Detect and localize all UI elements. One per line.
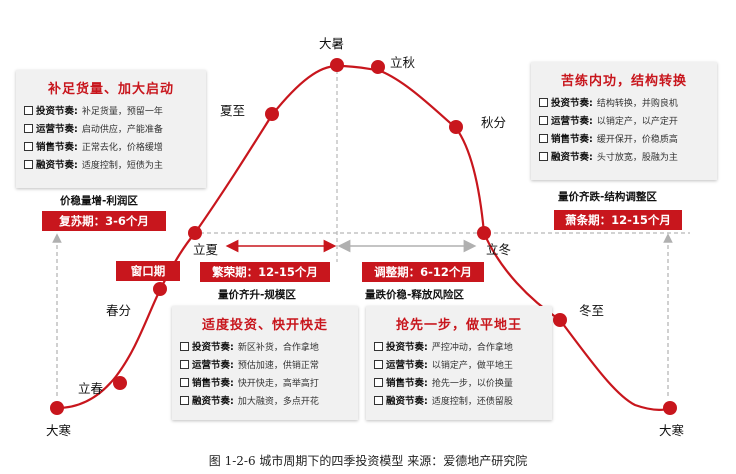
checkbox-icon	[24, 160, 33, 169]
label-dahan-right: 大寒	[659, 423, 685, 438]
dot-qiufen	[449, 120, 463, 134]
checkbox-icon	[24, 124, 33, 133]
checkbox-icon	[24, 142, 33, 151]
dot-dahan-right	[663, 401, 677, 415]
list-item: 销售节奏:快开快走，高举高打	[172, 375, 358, 393]
checkbox-icon	[24, 106, 33, 115]
box-title: 抢先一步，做平地王	[395, 318, 522, 333]
list-item: 销售节奏:抢先一步，以价换量	[366, 375, 552, 393]
recession-zone-label: 量价齐跌-结构调整区	[558, 191, 657, 203]
label-liqiu: 立秋	[390, 55, 416, 70]
box-title: 补足货量、加大启动	[47, 82, 174, 97]
box-recession-strategy: 苦练内功，结构转换 投资节奏:结构转换，并购良机 运营节奏:以销定产，以产定开 …	[531, 62, 717, 180]
checkbox-icon	[374, 342, 383, 351]
checkbox-icon	[374, 378, 383, 387]
list-item: 融资节奏:适度控制，短债为主	[16, 157, 206, 175]
figure-caption: 图 1-2-6 城市周期下的四季投资模型 来源：爱德地产研究院	[208, 454, 528, 468]
boom-zone-label: 量价齐升-规模区	[218, 289, 296, 301]
dot-liqiu	[371, 60, 385, 74]
list-item: 销售节奏:缓开保开，价稳质高	[531, 131, 717, 149]
list-item: 投资节奏:补足货量，预留一年	[16, 103, 206, 121]
checkbox-icon	[180, 378, 189, 387]
box-title: 适度投资、快开快走	[201, 318, 328, 333]
list-item: 投资节奏:结构转换，并购良机	[531, 95, 717, 113]
checkbox-icon	[180, 396, 189, 405]
box-boom-strategy: 适度投资、快开快走 投资节奏:新区补货，合作拿地 运营节奏:预估加速，供销正常 …	[172, 306, 358, 420]
checkbox-icon	[539, 98, 548, 107]
checkbox-icon	[539, 116, 548, 125]
checkbox-icon	[539, 152, 548, 161]
dot-chunfen	[153, 282, 167, 296]
list-item: 融资节奏:适度控制，还债留股	[366, 393, 552, 411]
checkbox-icon	[374, 396, 383, 405]
adjust-period-tag: 调整期：6-12个月	[362, 262, 484, 282]
dot-lixia	[188, 226, 202, 240]
label-dongzhi: 冬至	[579, 303, 605, 318]
list-item: 投资节奏:严控冲动，合作拿地	[366, 339, 552, 357]
recession-period-tag: 萧条期：12-15个月	[554, 210, 682, 230]
dot-dashu	[330, 58, 344, 72]
dot-dongzhi	[553, 313, 567, 327]
label-qiufen: 秋分	[481, 115, 507, 130]
label-dashu: 大暑	[319, 36, 345, 51]
box-recovery-strategy: 补足货量、加大启动 投资节奏:补足货量，预留一年 运营节奏:启动供应，产能准备 …	[16, 70, 206, 188]
checkbox-icon	[539, 134, 548, 143]
recovery-period-tag: 复苏期：3-6个月	[42, 211, 166, 231]
boom-period-tag: 繁荣期：12-15个月	[200, 262, 330, 282]
list-item: 融资节奏:头寸放宽，股融为主	[531, 149, 717, 167]
checkbox-icon	[180, 360, 189, 369]
box-adjust-strategy: 抢先一步，做平地王 投资节奏:严控冲动，合作拿地 运营节奏:以销定产，做平地王 …	[366, 306, 552, 420]
checkbox-icon	[180, 342, 189, 351]
list-item: 融资节奏:加大融资，多点开花	[172, 393, 358, 411]
dot-xiazhi	[265, 107, 279, 121]
dot-lidong	[477, 226, 491, 240]
dot-lichun	[113, 376, 127, 390]
checkbox-icon	[374, 360, 383, 369]
list-item: 运营节奏:启动供应，产能准备	[16, 121, 206, 139]
recovery-zone-label: 价稳量增-利润区	[60, 195, 138, 207]
box-title: 苦练内功，结构转换	[560, 74, 687, 89]
label-chunfen: 春分	[106, 303, 132, 318]
window-period-tag: 窗口期	[116, 261, 180, 281]
label-dahan-left: 大寒	[46, 423, 72, 438]
label-lidong: 立冬	[486, 242, 512, 257]
label-lichun: 立春	[78, 381, 104, 396]
list-item: 运营节奏:预估加速，供销正常	[172, 357, 358, 375]
label-xiazhi: 夏至	[220, 103, 246, 118]
list-item: 投资节奏:新区补货，合作拿地	[172, 339, 358, 357]
label-lixia: 立夏	[193, 242, 219, 257]
list-item: 销售节奏:正常去化，价格缓增	[16, 139, 206, 157]
list-item: 运营节奏:以销定产，做平地王	[366, 357, 552, 375]
adjust-zone-label: 量跌价稳-释放风险区	[365, 289, 464, 301]
dot-dahan-left	[50, 401, 64, 415]
list-item: 运营节奏:以销定产，以产定开	[531, 113, 717, 131]
